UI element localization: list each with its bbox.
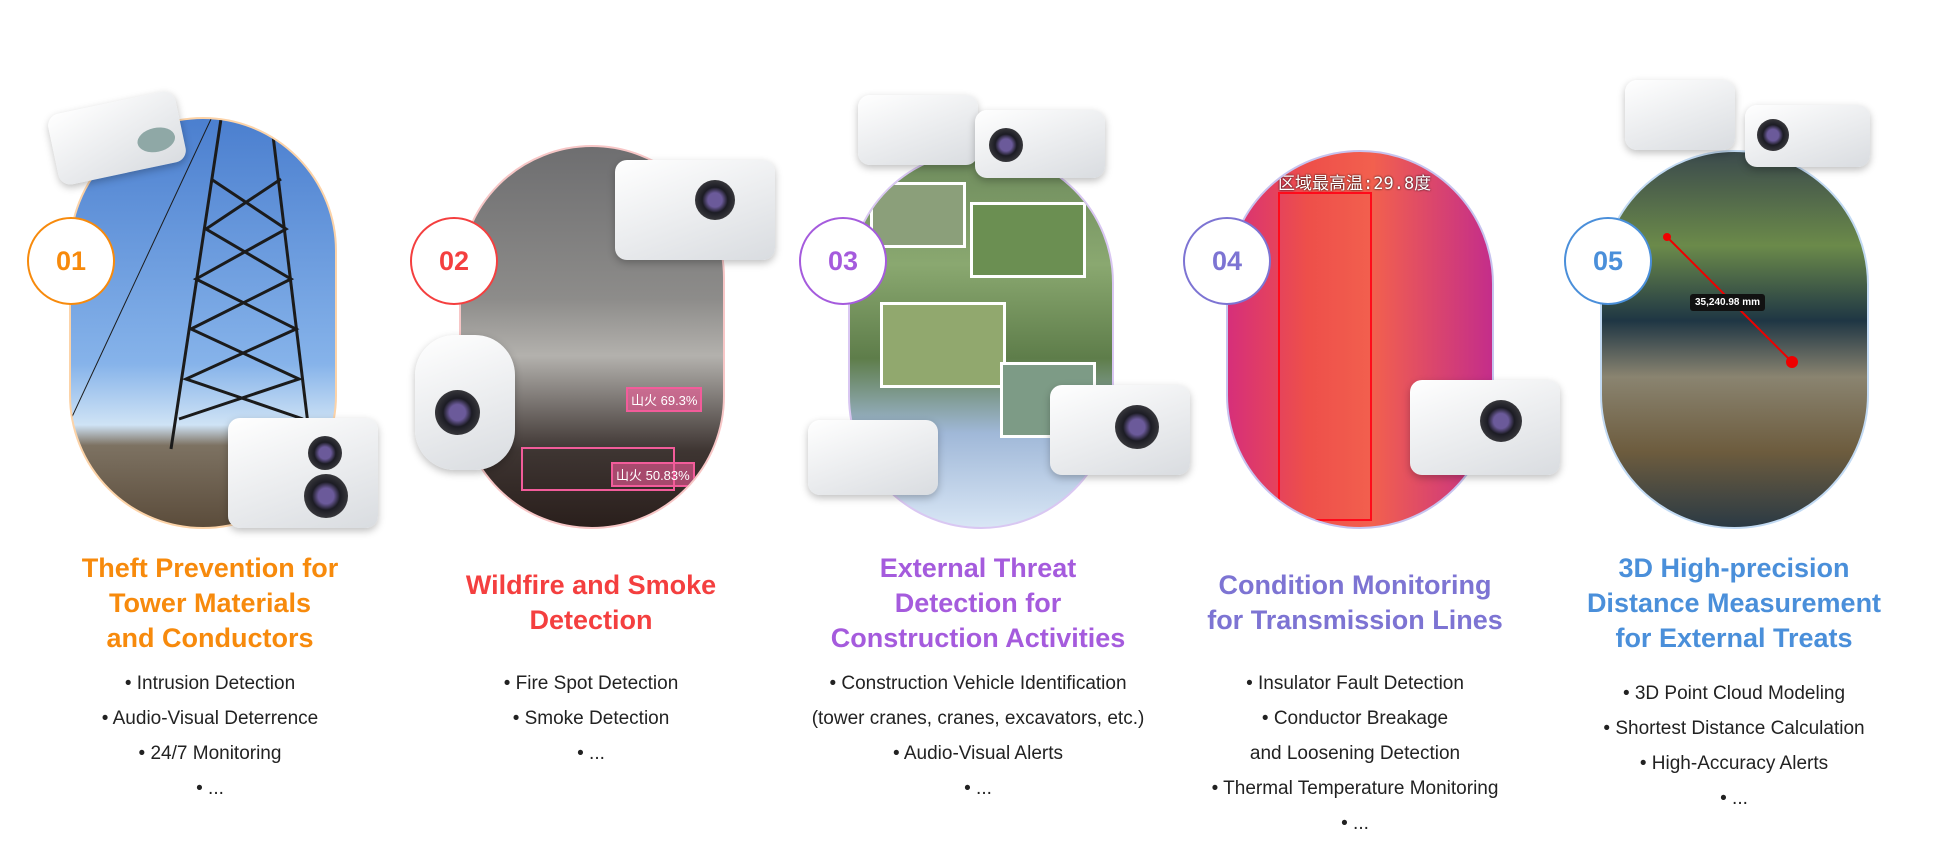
card-condition-monitoring: Condition Monitoring for Transmission Lin… (1165, 548, 1545, 841)
title-line: Construction Activities (830, 622, 1126, 653)
feature-list: • Intrusion Detection • Audio-Visual Dete… (20, 666, 400, 806)
title-line: Detection (529, 605, 653, 635)
list-item: • Smoke Detection (512, 708, 670, 729)
title-line: and Conductors (106, 622, 314, 653)
camera-top-image (975, 110, 1105, 178)
title-line: Tower Materials (108, 587, 312, 618)
list-item: • Audio-Visual Alerts (892, 743, 1063, 764)
list-item: • Conductor Breakage (1261, 708, 1449, 729)
title-line: for Transmission Lines (1207, 605, 1503, 635)
camera-top-image (615, 160, 775, 260)
tower-photo (69, 117, 337, 529)
transmission-tower-graphic (71, 119, 313, 450)
list-item: (tower cranes, cranes, excavators, etc.) (811, 708, 1145, 729)
dome-camera-image (415, 335, 515, 470)
step-number-01: 01 (27, 217, 115, 305)
step-number-03: 03 (799, 217, 887, 305)
list-item: • High-Accuracy Alerts (1639, 753, 1829, 774)
pan-tilt-camera-image (1410, 380, 1560, 475)
title-line: Distance Measurement (1586, 587, 1882, 618)
card-title: Condition Monitoring for Transmission Lin… (1165, 548, 1545, 658)
list-item: • Intrusion Detection (124, 673, 296, 694)
distance-readout: 35,240.98 mm (1690, 294, 1766, 311)
camera-top-image (1625, 80, 1735, 150)
feature-list: • Fire Spot Detection • Smoke Detection • … (401, 666, 781, 771)
point-cloud-image: 35,240.98 mm (1600, 150, 1869, 529)
list-item: • Construction Vehicle Identification (829, 673, 1127, 694)
list-item: • ... (577, 743, 605, 764)
pan-tilt-camera-image (1050, 385, 1190, 475)
camera-bottom-image (808, 420, 938, 495)
distance-line (1663, 233, 1798, 368)
step-number-05: 05 (1564, 217, 1652, 305)
step-number-04: 04 (1183, 217, 1271, 305)
list-item: • Audio-Visual Deterrence (101, 708, 319, 729)
list-item: • Fire Spot Detection (503, 673, 679, 694)
list-item: • Thermal Temperature Monitoring (1211, 778, 1499, 799)
list-item: • Shortest Distance Calculation (1603, 718, 1865, 739)
title-line: Condition Monitoring (1218, 570, 1492, 600)
list-item: • Insulator Fault Detection (1246, 673, 1464, 694)
title-line: 3D High-precision (1618, 552, 1850, 583)
list-item: • ... (196, 778, 224, 799)
fire-detection-label: 山火 50.83% (611, 462, 695, 487)
step-number-02: 02 (410, 217, 498, 305)
title-line: Detection for (894, 587, 1062, 618)
title-line: External Threat (879, 552, 1077, 583)
feature-list: • Insulator Fault Detection • Conductor B… (1165, 666, 1545, 841)
feature-list: • Construction Vehicle Identification (to… (788, 666, 1168, 806)
list-item: • 24/7 Monitoring (138, 743, 282, 764)
feature-list: • 3D Point Cloud Modeling • Shortest Dist… (1544, 676, 1924, 816)
list-item: • ... (1341, 813, 1369, 834)
camera-top-image (1745, 105, 1870, 167)
camera-bottom-image (228, 418, 378, 528)
list-item: • 3D Point Cloud Modeling (1622, 683, 1846, 704)
title-line: Theft Prevention for (81, 552, 339, 583)
list-item: • ... (964, 778, 992, 799)
camera-top-image (858, 95, 978, 165)
list-item: and Loosening Detection (1249, 743, 1461, 764)
title-line: Wildfire and Smoke (465, 570, 717, 600)
list-item: • ... (1720, 788, 1748, 809)
max-temperature-label: 区域最高温:29.8度 (1278, 174, 1432, 194)
fire-detection-label: 山火 69.3% (626, 387, 703, 412)
title-line: for External Treats (1615, 622, 1853, 653)
